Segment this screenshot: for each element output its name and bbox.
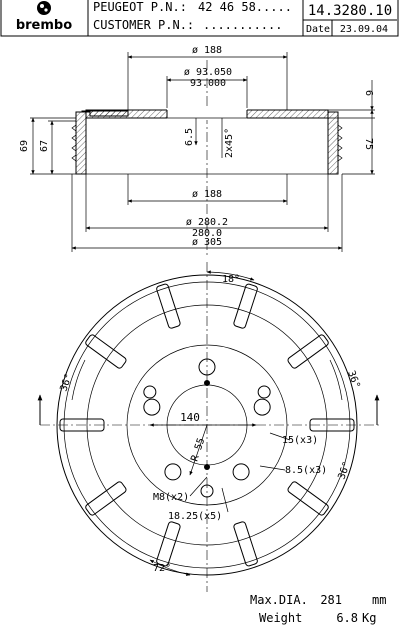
weight-value: 6.8 <box>336 611 358 625</box>
cooling-slot <box>59 418 105 432</box>
left-wall <box>75 110 129 175</box>
cooling-slot <box>287 481 329 516</box>
drum-face <box>63 281 351 569</box>
cooling-slot <box>233 521 258 567</box>
cooling-slot <box>287 334 329 369</box>
specs-block: Max.DIA. 281 mm Weight 6.8 Kg <box>250 593 386 625</box>
title-block: brembo PEUGEOT P.N.: 42 46 58..... CUSTO… <box>0 0 399 37</box>
dim-bore-lower: 93.000 <box>190 78 226 89</box>
right-wall <box>327 111 339 175</box>
brembo-logo: brembo <box>16 1 72 33</box>
angle-left-36: 36° <box>58 372 75 393</box>
dim-overall-305: ø 305 <box>192 237 222 248</box>
dim-height-75: 75 <box>363 138 374 150</box>
wheel-stud-hole <box>200 484 214 498</box>
peugeot-value: 42 46 58..... <box>198 0 292 14</box>
label-holes-15: 15(x3) <box>282 435 318 446</box>
weight-label: Weight <box>259 611 302 625</box>
dim-bottom-188: ø 188 <box>192 189 222 200</box>
max-dia-value: 281 <box>320 593 342 607</box>
customer-value: ........... <box>203 18 282 32</box>
bolt-hole <box>253 398 271 416</box>
section-view: ø 188 ø 93.050 93.000 6 75 69 67 6.5 2x4… <box>19 45 375 255</box>
date-label: Date <box>306 24 330 35</box>
bolt-hole <box>164 463 182 481</box>
label-holes-18-25: 18.25(x5) <box>168 511 222 522</box>
cooling-slot <box>85 334 127 369</box>
front-view: 140 R 55 15(x3) 8.5(x3) M8(x2) 18.25(x5)… <box>37 262 380 592</box>
date-value: 23.09.04 <box>340 24 388 35</box>
label-holes-8-5: 8.5(x3) <box>285 465 327 476</box>
cooling-slot <box>156 283 181 329</box>
dim-radius-55: R 55 <box>189 437 207 463</box>
cooling-slot <box>85 481 127 516</box>
angle-bottom-72: 72° <box>153 563 171 574</box>
wheel-stud-hole <box>143 385 157 399</box>
wall-fins <box>71 124 343 162</box>
hub-ring <box>126 344 288 506</box>
bolt-hole <box>198 358 216 376</box>
angle-right-36: 36° <box>345 369 362 390</box>
part-number: 14.3280.10 <box>308 3 392 19</box>
brand-name: brembo <box>16 18 72 33</box>
cooling-slot <box>233 283 258 329</box>
inner-ring <box>86 304 328 546</box>
dim-height-67: 67 <box>39 140 50 152</box>
weight-unit: Kg <box>362 611 376 625</box>
angle-right-low-36: 36° <box>336 460 353 481</box>
label-thread-m8: M8(x2) <box>153 492 189 503</box>
dim-depth-6-5: 6.5 <box>184 128 195 146</box>
thread-hole <box>204 380 210 386</box>
dim-height-6: 6 <box>363 90 374 96</box>
dim-chamfer: 2x45° <box>224 128 235 158</box>
dim-outer-lower: 280.0 <box>192 228 222 239</box>
cooling-slot <box>309 418 355 432</box>
max-dia-label: Max.DIA. <box>250 593 308 607</box>
angle-top-18: 18° <box>222 274 240 285</box>
dim-bore-upper: ø 93.050 <box>184 67 232 78</box>
peugeot-label: PEUGEOT P.N.: <box>93 0 187 14</box>
bolt-hole <box>232 463 250 481</box>
thread-hole <box>204 464 210 470</box>
dim-inner-188: ø 188 <box>192 45 222 56</box>
max-dia-unit: mm <box>372 593 386 607</box>
bolt-holes <box>143 358 271 498</box>
wheel-stud-hole <box>257 385 271 399</box>
customer-label: CUSTOMER P.N.: <box>93 18 194 32</box>
dim-height-69: 69 <box>19 140 30 152</box>
dim-pcd-140: 140 <box>180 411 200 424</box>
cooling-slots <box>59 283 355 567</box>
bolt-hole <box>143 398 161 416</box>
dim-outer-upper: ø 280.2 <box>186 217 228 228</box>
